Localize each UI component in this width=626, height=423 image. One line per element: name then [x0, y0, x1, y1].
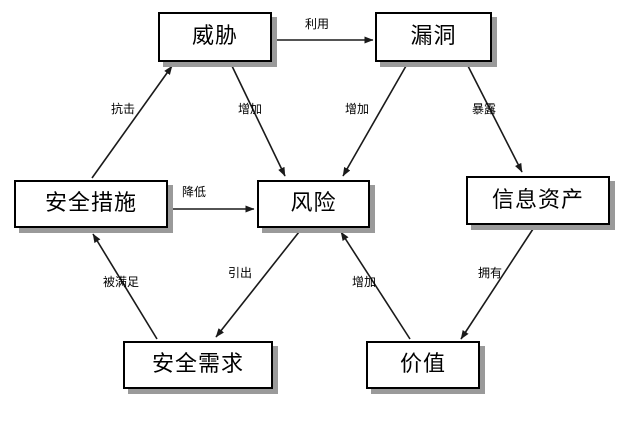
node-asset[interactable]: 信息资产 — [466, 176, 610, 225]
edge-requirement-met-by-safeguard — [92, 233, 158, 340]
edge-vuln-exposes-asset — [467, 65, 523, 173]
edge-label-requirement-met-by-safeguard: 被满足 — [103, 275, 140, 289]
node-label-safeguard: 安全措施 — [44, 191, 137, 216]
node-value[interactable]: 价值 — [366, 341, 480, 389]
edge-risk-elicits-requirement — [215, 231, 300, 338]
node-label-value: 价值 — [399, 352, 446, 377]
edge-label-risk-elicits-requirement: 引出 — [228, 266, 253, 280]
edge-label-value-increases-risk: 增加 — [352, 275, 377, 289]
node-label-vulnerability: 漏洞 — [410, 24, 457, 49]
edge-label-threat-exploits-vuln: 利用 — [305, 17, 330, 31]
edge-label-safeguard-reduces-risk: 降低 — [182, 185, 207, 199]
edge-label-asset-has-value: 拥有 — [478, 266, 503, 280]
node-label-requirement: 安全需求 — [151, 352, 244, 377]
node-safeguard[interactable]: 安全措施 — [14, 180, 168, 228]
edge-asset-has-value — [460, 228, 534, 340]
edge-vuln-increases-risk — [342, 65, 407, 177]
edge-threat-increases-risk — [231, 65, 286, 177]
node-label-threat: 威胁 — [191, 24, 238, 49]
edge-label-threat-increases-risk: 增加 — [238, 102, 263, 116]
edge-lines — [91, 36, 534, 340]
edge-safeguard-counters-threat — [91, 65, 173, 179]
node-vulnerability[interactable]: 漏洞 — [375, 12, 492, 62]
node-threat[interactable]: 威胁 — [158, 12, 272, 62]
node-label-asset: 信息资产 — [491, 187, 584, 213]
edge-value-increases-risk — [340, 231, 411, 340]
node-risk[interactable]: 风险 — [257, 180, 370, 228]
edge-label-safeguard-counters-threat: 抗击 — [111, 102, 136, 116]
edge-label-vuln-increases-risk: 增加 — [345, 102, 370, 116]
edge-label-vuln-exposes-asset: 暴露 — [472, 102, 497, 116]
node-label-risk: 风险 — [290, 191, 337, 216]
node-requirement[interactable]: 安全需求 — [123, 341, 273, 389]
